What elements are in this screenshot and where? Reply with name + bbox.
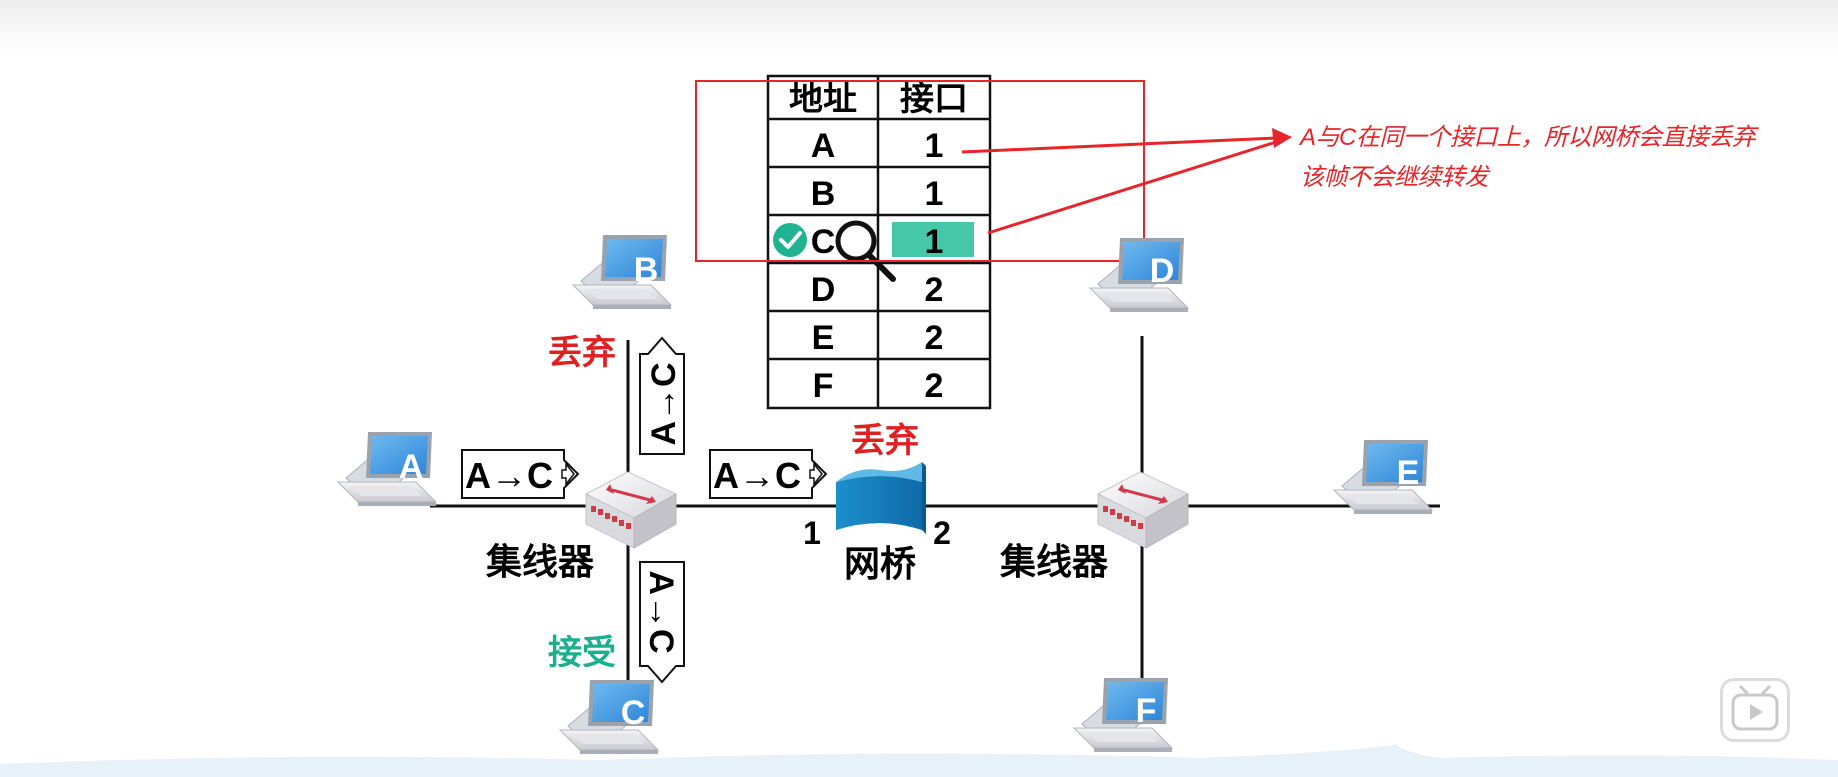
host-label-d: D xyxy=(1150,252,1175,290)
highlight-box xyxy=(695,80,1145,262)
play-button[interactable] xyxy=(1720,678,1790,742)
table-port-cell: 2 xyxy=(925,319,944,357)
frame-a-to-c-left: A→C xyxy=(461,449,580,499)
table-port-cell: 2 xyxy=(925,367,944,405)
frame-label: A→C xyxy=(465,455,553,496)
status-accept-c: 接受 xyxy=(548,634,616,672)
frame-a-to-c-middle: A→C xyxy=(709,449,828,499)
frame-label: A→C xyxy=(713,455,801,496)
table-port-cell: 1 xyxy=(925,223,944,261)
frame-a-to-c-up: A→C xyxy=(639,336,685,455)
check-icon xyxy=(773,223,807,257)
table-header-address: 地址 xyxy=(789,80,857,118)
mac-address-table: 地址 接口 A 1 B 1 C 1 D 2 E 2 F 2 xyxy=(766,74,992,410)
table-address-cell: A xyxy=(811,127,836,165)
play-icon xyxy=(1731,685,1779,731)
host-label-c: C xyxy=(621,694,646,732)
table-address-cell: B xyxy=(811,175,836,213)
table-address-cell: C xyxy=(811,223,836,261)
annotation-arrows xyxy=(961,128,1292,235)
magnifier-icon xyxy=(835,220,896,282)
bridge-port-1-label: 1 xyxy=(803,515,821,551)
highlighted-port-cell xyxy=(892,222,974,257)
table-port-cell: 2 xyxy=(925,271,944,309)
annotation-text: A与C在同一个接口上，所以网桥会直接丢弃 该帧不会继续转发 xyxy=(1300,118,1820,198)
table-header-port: 接口 xyxy=(900,80,968,118)
host-label-a: A xyxy=(399,448,424,486)
hub-left-label: 集线器 xyxy=(485,541,595,582)
table-address-cell: D xyxy=(811,271,836,309)
table-port-cell: 1 xyxy=(925,127,944,165)
bridge-icon xyxy=(836,462,926,534)
table-address-cell: F xyxy=(813,367,834,405)
table-port-cell: 1 xyxy=(925,175,944,213)
table-address-cell: E xyxy=(812,319,835,357)
annotation-line-2: 该帧不会继续转发 xyxy=(1300,164,1489,191)
bridge-label: 网桥 xyxy=(844,543,916,584)
host-label-b: B xyxy=(634,251,659,289)
frame-label: A→C xyxy=(642,570,680,653)
status-discard-b: 丢弃 xyxy=(548,333,616,372)
bridge-port-2-label: 2 xyxy=(933,515,951,551)
host-label-f: F xyxy=(1136,692,1157,730)
hub-right-label: 集线器 xyxy=(999,541,1109,582)
annotation-line-1: A与C在同一个接口上，所以网桥会直接丢弃 xyxy=(1300,124,1756,151)
hub-right-icon xyxy=(1096,470,1190,550)
laptop-f-icon xyxy=(1073,677,1173,753)
frame-label: A→C xyxy=(645,362,683,445)
hub-left-icon xyxy=(584,470,678,550)
frame-a-to-c-down: A→C xyxy=(639,561,685,684)
host-label-e: E xyxy=(1397,454,1420,492)
top-bar xyxy=(0,0,1838,52)
status-discard-bridge: 丢弃 xyxy=(851,421,919,460)
bottom-decoration xyxy=(0,744,1838,777)
